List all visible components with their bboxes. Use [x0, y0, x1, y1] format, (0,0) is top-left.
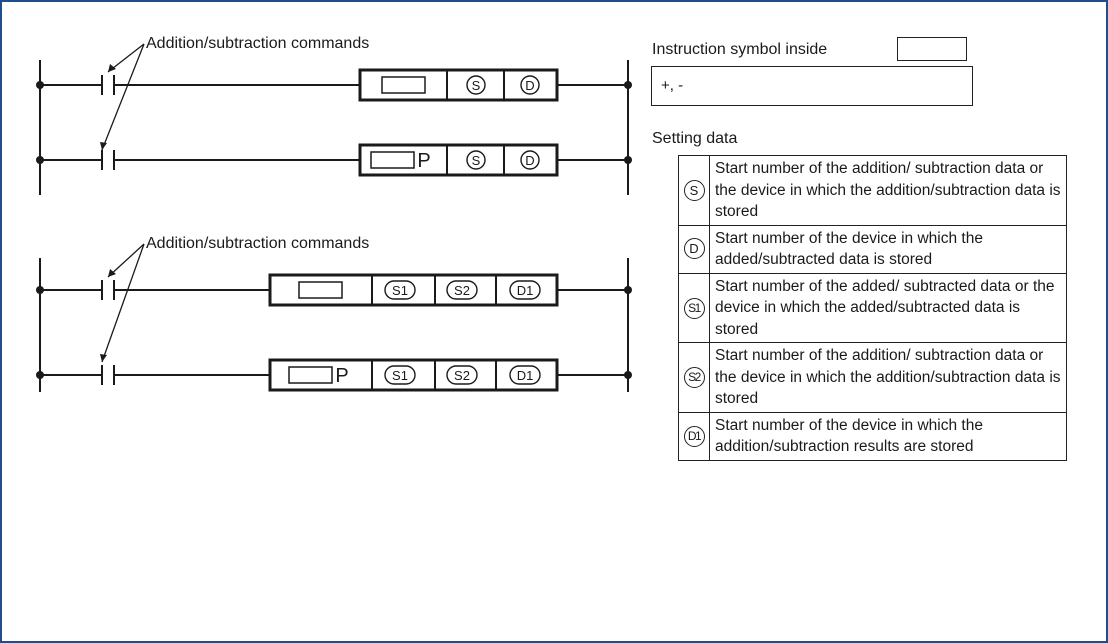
- operand-symbol: S1: [683, 297, 705, 319]
- rung2-s-label: S: [472, 153, 481, 168]
- operand-symbol: D1: [683, 426, 705, 447]
- table-row: S2 Start number of the addition/ subtrac…: [678, 342, 1067, 413]
- commands-label-top: Addition/subtraction commands: [146, 35, 370, 52]
- operand-symbol: D: [683, 238, 705, 260]
- table-row: D1 Start number of the device in which t…: [678, 411, 1067, 461]
- rung4-d1-label: D1: [517, 368, 534, 383]
- operand-circles: [384, 75, 541, 385]
- instruction-symbol-placeholder: [381, 76, 426, 94]
- pointer-arrowheads: [100, 64, 116, 362]
- operand-description: Start number of the added/ subtracted da…: [709, 272, 1067, 343]
- setting-data-title: Setting data: [652, 130, 738, 147]
- rung-3: [40, 273, 628, 307]
- operand-description: Start number of the addition/ subtractio…: [709, 342, 1067, 413]
- junction-dots: [36, 81, 632, 379]
- table-row: D Start number of the device in which th…: [678, 224, 1067, 274]
- rung3-s2-label: S2: [454, 283, 470, 298]
- rung2-d-label: D: [525, 153, 534, 168]
- rung4-s2-label: S2: [454, 368, 470, 383]
- rung1-s-label: S: [472, 78, 481, 93]
- instruction-symbol-value: +, -: [661, 77, 684, 94]
- rung4-s1-label: S1: [392, 368, 408, 383]
- table-row: S1 Start number of the added/ subtracted…: [678, 272, 1067, 343]
- rung2-pulse-label: P: [417, 150, 430, 172]
- instruction-symbol-square: [897, 37, 967, 61]
- command-pointers: [101, 43, 145, 363]
- rung-2: [40, 143, 628, 177]
- commands-label-bottom: Addition/subtraction commands: [146, 235, 370, 252]
- rung-4: [40, 358, 628, 392]
- rung4-pulse-label: P: [335, 365, 348, 387]
- setting-data-table: S Start number of the addition/ subtract…: [678, 155, 1067, 461]
- rung1-d-label: D: [525, 78, 534, 93]
- operand-symbol: S: [683, 179, 705, 201]
- operand-description: Start number of the device in which the …: [709, 224, 1067, 274]
- instruction-symbol-label: Instruction symbol inside: [652, 41, 828, 58]
- operand-description: Start number of the device in which the …: [709, 411, 1067, 461]
- operand-description: Start number of the addition/ subtractio…: [709, 155, 1067, 226]
- rung3-d1-label: D1: [517, 283, 534, 298]
- table-row: S Start number of the addition/ subtract…: [678, 155, 1067, 226]
- rung-1: [40, 68, 628, 102]
- operand-symbol: S2: [683, 367, 705, 389]
- instruction-symbol-box: +, -: [651, 66, 973, 106]
- rung3-s1-label: S1: [392, 283, 408, 298]
